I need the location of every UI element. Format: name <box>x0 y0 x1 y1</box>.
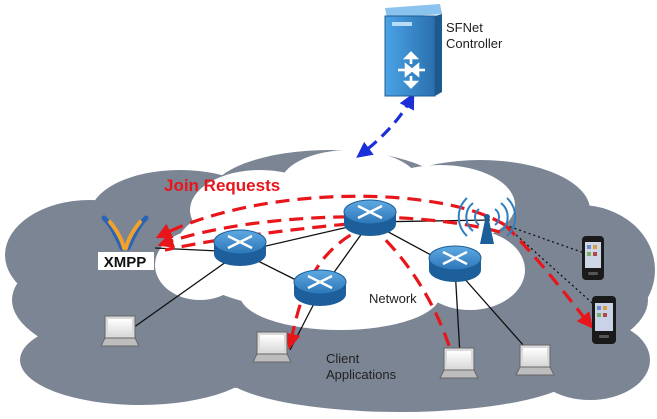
smartphone-icon <box>592 296 616 344</box>
xmpp-logo: XMPP <box>98 215 154 271</box>
laptop-icon <box>439 347 479 379</box>
smartphone-icon <box>582 236 604 280</box>
controller-link-arrow <box>356 92 415 158</box>
network-label: Network <box>369 291 417 306</box>
controller-label-line1: SFNet <box>446 20 483 35</box>
join-requests-label: Join Requests <box>164 176 280 195</box>
controller-label-line2: Controller <box>446 36 503 51</box>
wireless-antenna-icon <box>457 197 517 244</box>
router-right <box>428 245 482 282</box>
router-left <box>213 229 267 266</box>
router-middle <box>293 269 347 306</box>
sfnet-controller-server <box>384 4 442 97</box>
client-applications-label-line2: Applications <box>326 367 397 382</box>
wireless-links <box>504 224 601 311</box>
join-request-arrows <box>155 194 593 370</box>
client-applications-label-line1: Client <box>326 351 360 366</box>
xmpp-label: XMPP <box>104 254 147 271</box>
router-top <box>343 199 397 236</box>
laptop-icon <box>100 315 140 347</box>
laptop-icon <box>252 331 292 363</box>
laptop-icon <box>515 344 555 376</box>
